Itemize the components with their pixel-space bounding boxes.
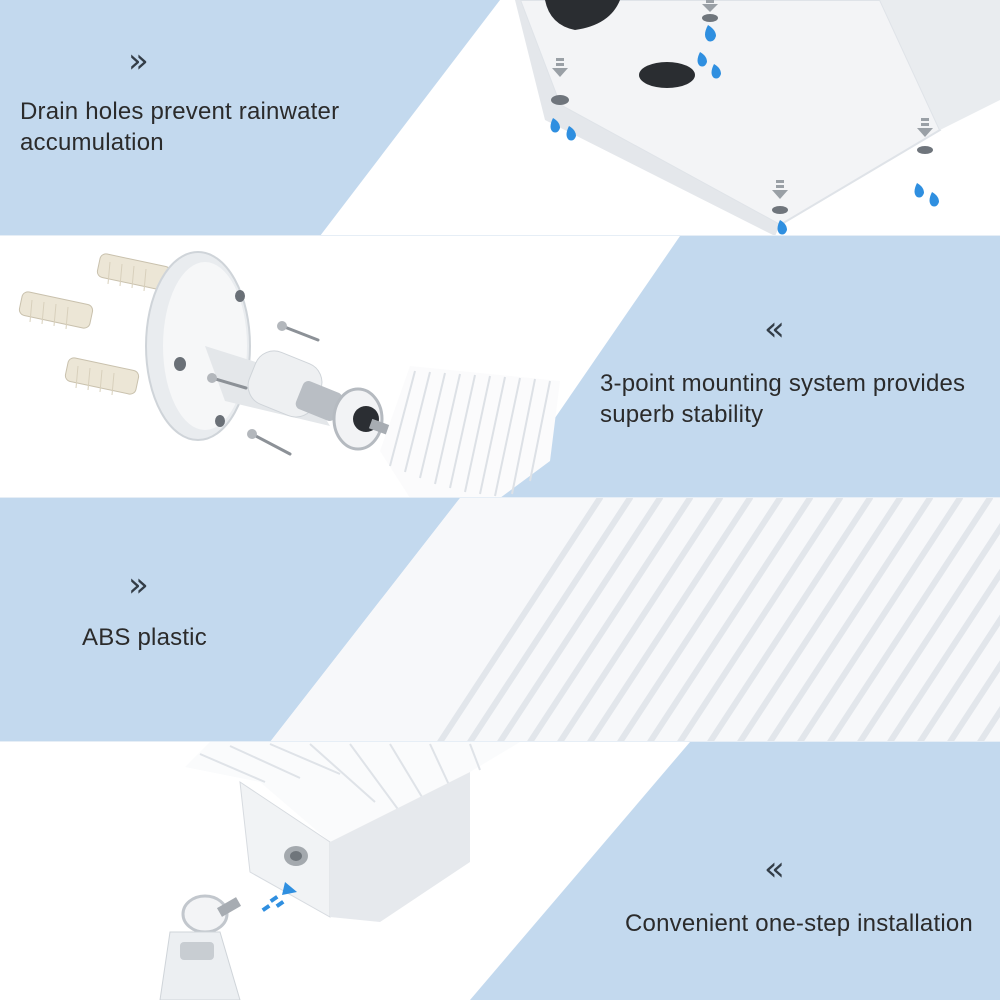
chevron-left-double-icon: «: [764, 849, 785, 889]
abs-plastic-texture-illustration: [0, 498, 1000, 742]
feature-band-installation: « Convenient one-step installation: [0, 742, 1000, 1000]
feature-caption-drain-holes: Drain holes prevent rainwater accumulati…: [20, 96, 339, 158]
feature-caption-abs-plastic: ABS plastic: [82, 622, 207, 653]
chevron-right-double-icon: »: [128, 565, 149, 605]
feature-caption-mounting: 3-point mounting system provides superb …: [600, 368, 965, 430]
caption-line: 3-point mounting system provides: [600, 370, 966, 397]
installation-illustration: [159, 742, 1000, 1000]
chevron-right-double-icon: »: [128, 41, 149, 81]
caption-line: accumulation: [20, 129, 164, 156]
feature-band-mounting: « 3-point mounting system provides super…: [0, 236, 1000, 498]
caption-line: Convenient one-step installation: [625, 910, 973, 937]
caption-line: ABS plastic: [82, 624, 207, 651]
mounting-illustration: [18, 236, 1000, 498]
feature-band-drain-holes: » Drain holes prevent rainwater accumula…: [0, 0, 1000, 236]
chevron-left-double-icon: «: [764, 309, 785, 349]
feature-caption-installation: Convenient one-step installation: [625, 908, 973, 939]
caption-line: Drain holes prevent rainwater: [20, 98, 340, 125]
caption-line: superb stability: [600, 401, 764, 428]
feature-band-abs-plastic: » ABS plastic: [0, 498, 1000, 742]
drain-holes-illustration: [0, 0, 1000, 236]
